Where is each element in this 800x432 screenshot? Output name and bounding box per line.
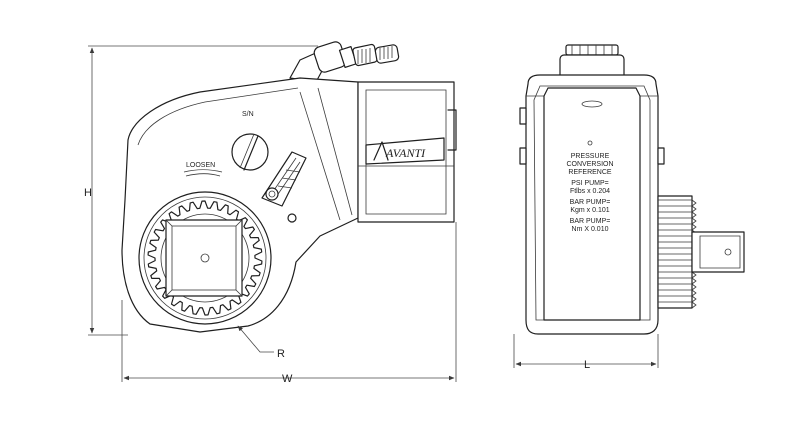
square-drive-shaft [691,231,745,273]
plate-line-1: PRESSURE [571,153,610,160]
brand-logo: AVANTI [385,146,426,160]
plate-line-2: CONVERSION [566,161,613,168]
ratchet-assembly [138,191,272,325]
plate-line-5: Ftlbs x 0.204 [570,188,610,195]
plate-line-4: PSI PUMP= [571,180,609,187]
height-label: H [84,187,92,199]
width-label: W [282,373,293,385]
ratchet-gear-teeth [147,200,263,316]
radius-label: R [277,348,285,360]
side-view: AVANTI S/N LOOSEN [84,41,457,385]
plate-line-9: Nm X 0.010 [572,226,609,233]
height-dimension: H [84,45,318,336]
front-ratchet-gear [657,195,697,309]
length-dimension: L [513,334,659,371]
side-knob-right [657,147,665,165]
plate-line-3: REFERENCE [568,169,612,176]
serial-number-label: S/N [242,111,254,118]
loosen-label: LOOSEN [186,162,215,169]
serial-plate [231,133,269,171]
pressure-conversion-plate: PRESSURE CONVERSION REFERENCE PSI PUMP= … [543,87,641,321]
plate-line-7: Kgm x 0.101 [570,207,609,214]
square-drive-socket [165,219,243,297]
length-label: L [584,359,590,371]
plate-line-6: BAR PUMP= [570,199,611,206]
side-knob-left [519,147,527,165]
brand-badge: AVANTI [365,137,445,165]
front-view: PRESSURE CONVERSION REFERENCE PSI PUMP= … [513,44,745,371]
hydraulic-swivel-connector [289,41,400,83]
plate-line-8: BAR PUMP= [570,218,611,225]
pin-hole [287,213,297,223]
reaction-lever [261,151,307,207]
width-dimension: W [121,222,457,385]
side-knob-upper-left [519,107,527,125]
radius-dimension: R [237,325,285,360]
